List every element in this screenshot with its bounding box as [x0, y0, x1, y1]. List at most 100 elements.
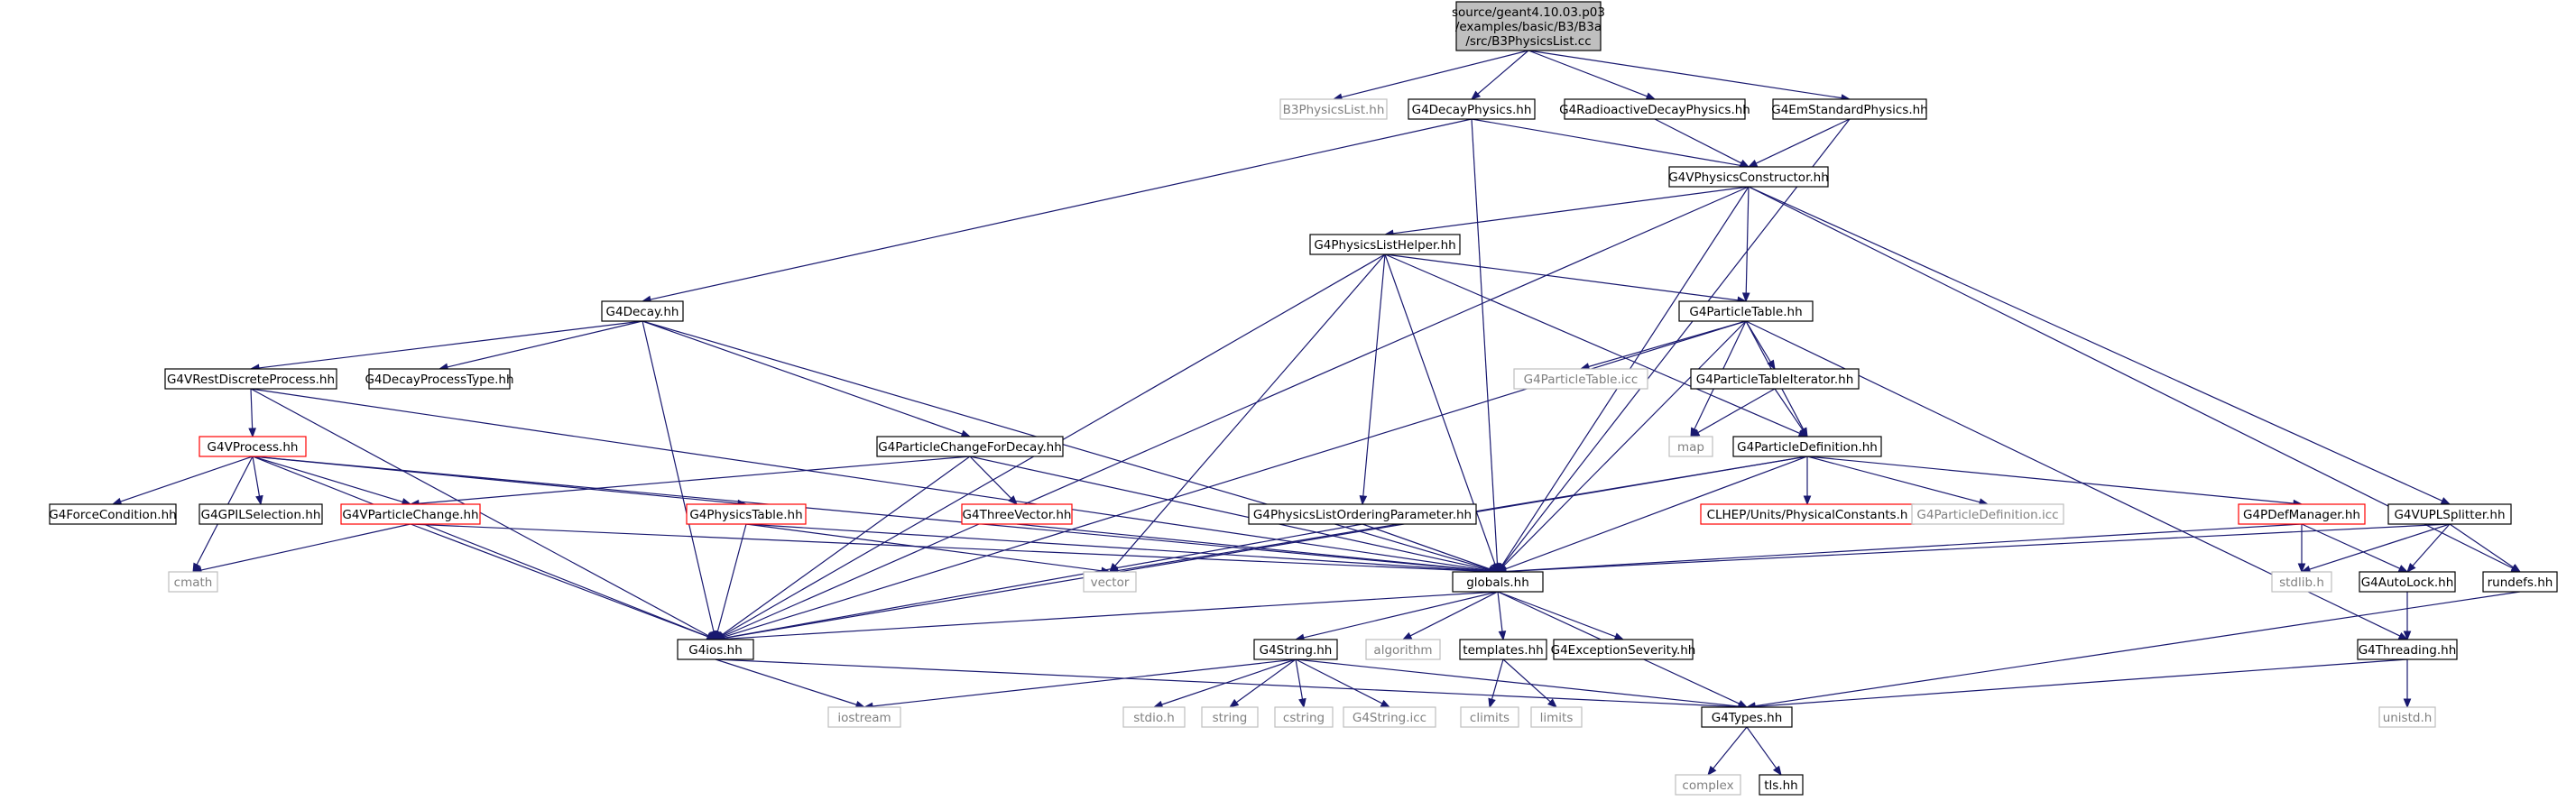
node-label: globals.hh: [1466, 575, 1529, 590]
node-g4ios[interactable]: G4ios.hh: [677, 639, 754, 660]
node-label: iostream: [837, 711, 891, 725]
edge-g4vphysicsconstructor-to-g4ios: [714, 186, 1750, 640]
node-g4emstandardphysics[interactable]: G4EmStandardPhysics.hh: [1771, 98, 1928, 120]
edge-g4particletableiterator-to-map: [1689, 388, 1776, 437]
node-label: G4String.hh: [1260, 643, 1333, 658]
node-label: G4ParticleDefinition.hh: [1737, 440, 1878, 455]
node-g4forcecondition[interactable]: G4ForceCondition.hh: [49, 503, 177, 525]
node-globals[interactable]: globals.hh: [1452, 571, 1544, 593]
node-label: G4ParticleDefinition.icc: [1916, 508, 2058, 522]
node-g4gpilselection[interactable]: G4GPILSelection.hh: [199, 503, 323, 525]
edge-g4types-to-tls: [1746, 726, 1782, 777]
node-label: stdlib.h: [2279, 575, 2324, 590]
node-g4physicstable[interactable]: G4PhysicsTable.hh: [686, 503, 807, 525]
node-box: [1911, 503, 2064, 525]
node-rundefs[interactable]: rundefs.hh: [2482, 571, 2558, 593]
edge-g4string-to-cstring: [1295, 658, 1306, 709]
edge-globals-to-algorithm: [1401, 591, 1499, 640]
node-label: unistd.h: [2383, 711, 2433, 725]
node-box: [164, 368, 337, 390]
node-label: tls.hh: [1764, 778, 1797, 793]
node-label: CLHEP/Units/PhysicalConstants.h: [1707, 508, 1908, 522]
node-label: source/geant4.10.03.p03/examples/basic/B…: [1452, 5, 1605, 49]
node-g4autolock[interactable]: G4AutoLock.hh: [2359, 571, 2456, 593]
node-g4particletable[interactable]: G4ParticleTable.hh: [1678, 300, 1814, 322]
edge-g4string-to-stdio: [1152, 658, 1297, 709]
node-layer: source/geant4.10.03.p03/examples/basic/B…: [49, 1, 2558, 796]
node-g4vuplsplitter[interactable]: G4VUPLSplitter.hh: [2387, 503, 2512, 525]
node-box: [2271, 571, 2332, 593]
edge-g4vphysicsconstructor-to-g4particletable: [1741, 186, 1750, 303]
node-label: G4EmStandardPhysics.hh: [1771, 103, 1927, 117]
edge-g4threading-to-g4types: [1745, 658, 2408, 711]
node-templates[interactable]: templates.hh: [1459, 639, 1547, 660]
node-box: [368, 368, 511, 390]
node-box: [1122, 706, 1186, 728]
node-g4decayprocesstype[interactable]: G4DecayProcessType.hh: [365, 368, 514, 390]
node-clhep[interactable]: CLHEP/Units/PhysicalConstants.h: [1700, 503, 1915, 525]
node-g4decay[interactable]: G4Decay.hh: [601, 300, 684, 322]
edge-layer: [111, 50, 2522, 777]
node-g4types[interactable]: G4Types.hh: [1701, 706, 1793, 728]
node-g4particletableiterator[interactable]: G4ParticleTableIterator.hh: [1690, 368, 1860, 390]
node-label: G4RadioactiveDecayPhysics.hh: [1559, 103, 1750, 117]
edge-g4particletableiterator-to-g4particledefinition: [1774, 388, 1808, 438]
node-g4radioactivedecayphysics[interactable]: G4RadioactiveDecayPhysics.hh: [1559, 98, 1750, 120]
node-label: G4Threading.hh: [2359, 643, 2457, 658]
node-label: G4Types.hh: [1712, 711, 1783, 725]
node-box: [1701, 706, 1793, 728]
node-g4particlechangefordecay[interactable]: G4ParticleChangeForDecay.hh: [876, 436, 1064, 457]
node-label: cmath: [174, 575, 213, 590]
node-tls[interactable]: tls.hh: [1759, 774, 1804, 796]
node-box: [1365, 639, 1441, 660]
edge-g4vparticlechange-to-globals: [410, 523, 1500, 575]
node-g4string[interactable]: G4String.hh: [1253, 639, 1338, 660]
node-box: [1452, 571, 1544, 593]
edge-g4particledefinition-to-clhep: [1803, 456, 1812, 506]
node-label: B3PhysicsList.hh: [1283, 103, 1385, 117]
node-label: G4DecayProcessType.hh: [365, 373, 513, 387]
node-g4decayphysics[interactable]: G4DecayPhysics.hh: [1408, 98, 1536, 120]
node-g4particledefinition[interactable]: G4ParticleDefinition.hh: [1732, 436, 1882, 457]
node-label: G4AutoLock.hh: [2361, 575, 2454, 590]
node-label: vector: [1091, 575, 1130, 590]
edge-root-to-g4decayphysics: [1470, 50, 1529, 100]
node-label: G4PhysicsListOrderingParameter.hh: [1253, 508, 1472, 522]
node-g4threevector[interactable]: G4ThreeVector.hh: [961, 503, 1073, 525]
node-label: G4VPhysicsConstructor.hh: [1668, 170, 1829, 185]
edge-g4string-to-iostream: [863, 658, 1297, 711]
edge-g4string-to-g4types: [1295, 658, 1749, 711]
node-label: G4ParticleTable.hh: [1689, 305, 1802, 319]
node-box: [1083, 571, 1137, 593]
edge-globals-to-templates: [1497, 591, 1507, 641]
edge-g4emstandardphysics-to-g4vphysicsconstructor: [1747, 118, 1851, 168]
node-limits: limits: [1530, 706, 1583, 728]
node-g4physicslistorderingparameter[interactable]: G4PhysicsListOrderingParameter.hh: [1248, 503, 1477, 525]
node-g4vparticlechange[interactable]: G4VParticleChange.hh: [340, 503, 481, 525]
node-g4exceptionseverity[interactable]: G4ExceptionSeverity.hh: [1551, 639, 1696, 660]
node-cstring: cstring: [1274, 706, 1334, 728]
edge-g4types-to-complex: [1707, 726, 1748, 777]
node-box: [49, 503, 177, 525]
node-box: [1408, 98, 1536, 120]
edge-g4particlechangefordecay-to-g4threevector: [969, 456, 1018, 505]
node-g4threading[interactable]: G4Threading.hh: [2357, 639, 2458, 660]
node-g4vprocess[interactable]: G4VProcess.hh: [199, 436, 307, 457]
node-box: [1460, 706, 1519, 728]
node-box: [340, 503, 481, 525]
node-box: [1248, 503, 1477, 525]
node-label: G4ParticleTableIterator.hh: [1696, 373, 1854, 387]
node-g4physicslisthelper[interactable]: G4PhysicsListHelper.hh: [1309, 234, 1461, 255]
edge-g4physicstable-to-vector: [745, 523, 1112, 575]
node-box: [1343, 706, 1436, 728]
node-label: G4DecayPhysics.hh: [1412, 103, 1532, 117]
node-box: [1732, 436, 1882, 457]
node-label: G4Decay.hh: [606, 305, 679, 319]
node-label: G4String.icc: [1353, 711, 1426, 725]
node-root[interactable]: source/geant4.10.03.p03/examples/basic/B…: [1452, 1, 1605, 51]
node-g4pdefmanager[interactable]: G4PDefManager.hh: [2238, 503, 2366, 525]
node-g4vrestdiscreteprocess[interactable]: G4VRestDiscreteProcess.hh: [164, 368, 337, 390]
node-g4vphysicsconstructor[interactable]: G4VPhysicsConstructor.hh: [1668, 166, 1829, 188]
node-label: G4ParticleTable.icc: [1524, 373, 1639, 387]
node-box: [1553, 639, 1694, 660]
